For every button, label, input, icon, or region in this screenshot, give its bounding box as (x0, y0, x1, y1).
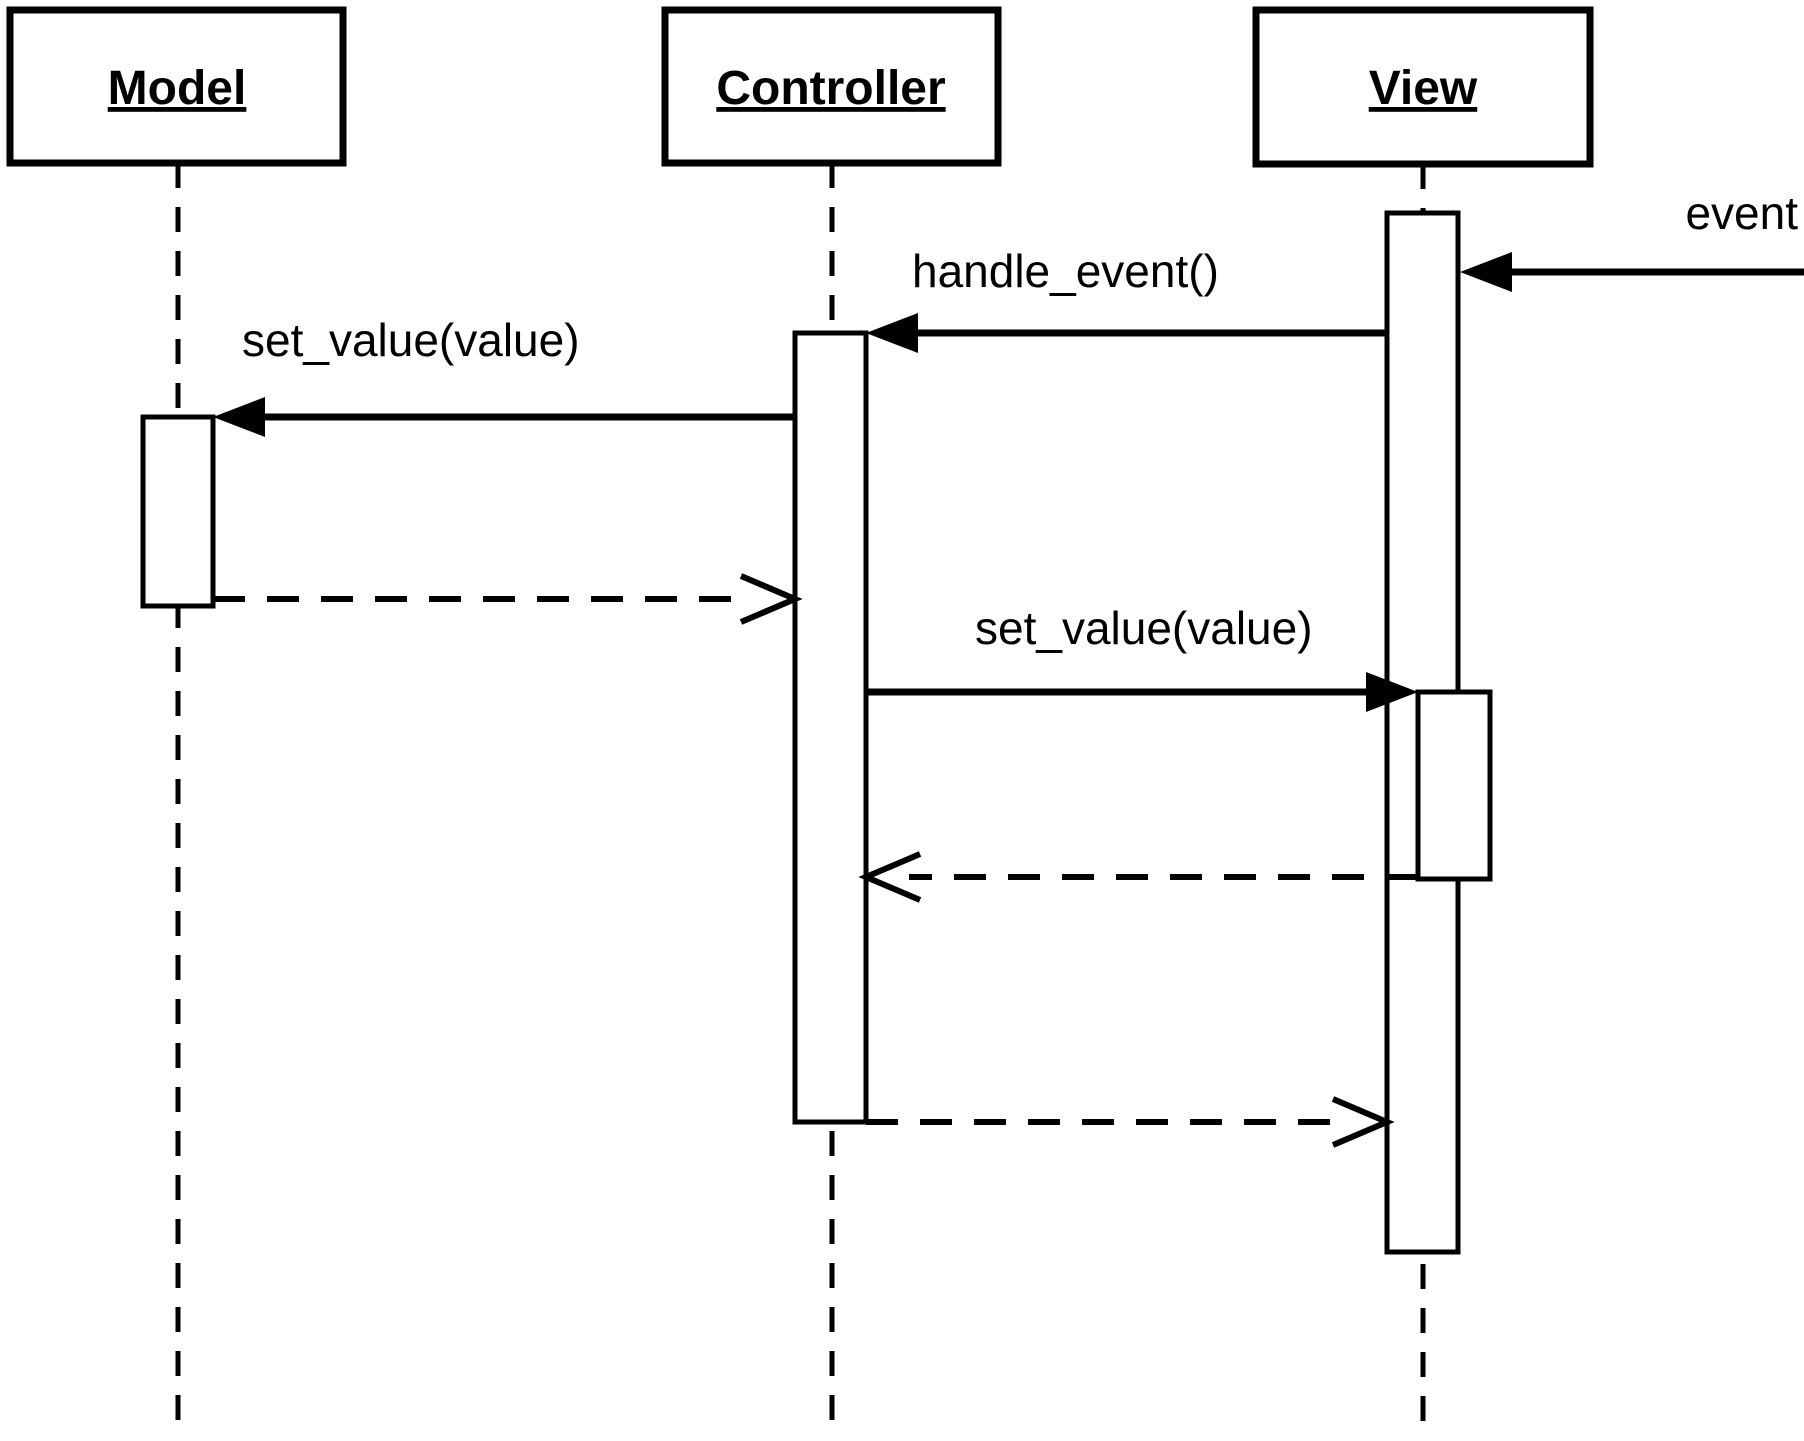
actor-box-view (1252, 6, 1594, 168)
message-set-value-model: set_value(value) (213, 314, 795, 437)
actor-label-model: Model (108, 62, 247, 115)
message-return-view-controller-arrowhead (858, 851, 922, 903)
message-set-value-view-arrowhead (1366, 672, 1418, 712)
message-set-value-model-label: set_value(value) (242, 314, 580, 366)
message-set-value-view-label: set_value(value) (975, 602, 1313, 654)
actor-model: Model (6, 6, 347, 167)
message-return-controller-view-arrowhead (1331, 1096, 1395, 1148)
actor-box-model (6, 6, 347, 167)
message-handle-event-arrowhead (866, 313, 918, 353)
actor-label-view: View (1369, 62, 1478, 115)
activation-controller (792, 330, 869, 1125)
message-return-view-controller (858, 851, 1418, 903)
message-return-controller-view (866, 1096, 1395, 1148)
message-set-value-view: set_value(value) (866, 602, 1418, 712)
actor-box-controller (661, 6, 1002, 167)
activation-model (140, 414, 216, 609)
message-return-model-controller (213, 573, 803, 625)
message-event: event (1460, 187, 1804, 292)
message-handle-event-label: handle_event() (912, 245, 1219, 297)
message-event-label: event (1685, 187, 1798, 239)
actor-view: View (1252, 6, 1594, 168)
message-return-model-controller-arrowhead (739, 573, 803, 625)
message-event-arrowhead (1460, 252, 1512, 292)
message-set-value-model-arrowhead (213, 397, 265, 437)
actor-controller: Controller (661, 6, 1002, 167)
actor-label-controller: Controller (716, 62, 945, 115)
message-handle-event: handle_event() (866, 245, 1387, 353)
activation-view-nested (1415, 689, 1493, 882)
